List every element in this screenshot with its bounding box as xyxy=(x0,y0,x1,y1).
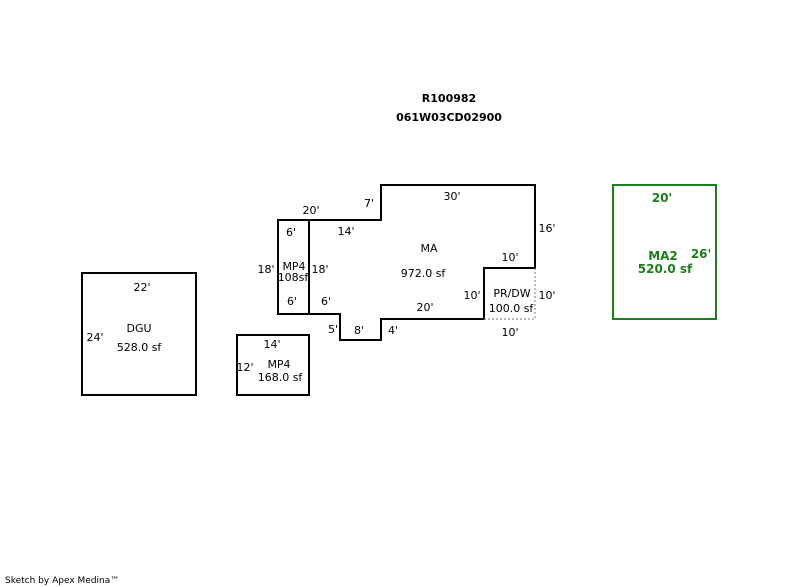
mp4-small-dim-left: 18' xyxy=(257,263,274,276)
mp4-small-dim-outside-bottom: 6' xyxy=(321,295,331,308)
mp4-lower-outline xyxy=(236,334,310,396)
ma-dim-notch-side: 5' xyxy=(328,323,338,336)
mp4-lower-name: MP4 xyxy=(267,358,290,371)
ma2-dim-top: 20' xyxy=(652,191,672,205)
dgu-area: 528.0 sf xyxy=(117,341,163,354)
mp4-small-area: 108sf xyxy=(278,271,310,284)
parcel-id: R100982 xyxy=(422,92,476,105)
mp4-small-dim-right: 18' xyxy=(311,263,328,276)
sketch-credit: Sketch by Apex Medina™ xyxy=(5,576,119,586)
mp4-small-outline xyxy=(277,219,310,315)
mp4-small-dim-top: 20' xyxy=(302,204,319,217)
ma2-dim-right: 26' xyxy=(691,247,711,261)
prdw-dim-bottom: 10' xyxy=(501,326,518,339)
prdw-area: 100.0 sf xyxy=(489,302,535,315)
ma2-outline xyxy=(612,184,717,320)
ma-dim-left-top: 14' xyxy=(337,225,354,238)
ma-dim-notch-bottom: 8' xyxy=(354,324,364,337)
prdw-dim-right: 10' xyxy=(538,289,555,302)
ma-dim-bottom: 20' xyxy=(416,301,433,314)
dgu-name: DGU xyxy=(126,322,151,335)
ma-dim-top: 30' xyxy=(443,190,460,203)
mp4-small-name: MP4 xyxy=(282,260,305,273)
mp4-small-dim-inner-top: 6' xyxy=(286,226,296,239)
mp4-lower-dim-left: 12' xyxy=(236,361,253,374)
mp4-lower-dim-top: 14' xyxy=(263,338,280,351)
ma-dim-step-left: 10' xyxy=(463,289,480,302)
ma2-name: MA2 xyxy=(648,249,678,263)
ma-dim-step-bottom: 4' xyxy=(388,324,398,337)
prdw-name: PR/DW xyxy=(493,287,530,300)
prdw-dashed-outline xyxy=(484,268,536,320)
ma-dim-top-left: 7' xyxy=(364,197,374,210)
ma-dim-right: 16' xyxy=(538,222,555,235)
mp4-small-dim-inner-bottom: 6' xyxy=(287,295,297,308)
ma-area: 972.0 sf xyxy=(401,267,447,280)
ma2-area: 520.0 sf xyxy=(638,262,693,276)
map-number: 061W03CD02900 xyxy=(396,111,502,124)
ma-dim-step-top: 10' xyxy=(501,251,518,264)
ma-outline xyxy=(309,184,536,341)
ma-name: MA xyxy=(420,242,437,255)
dgu-outline xyxy=(81,272,197,396)
dgu-dim-top: 22' xyxy=(133,281,150,294)
dgu-dim-left: 24' xyxy=(86,331,103,344)
mp4-lower-area: 168.0 sf xyxy=(258,371,304,384)
